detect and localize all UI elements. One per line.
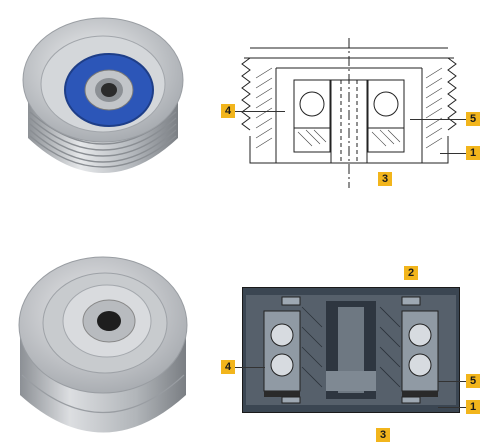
callout-4-bottom: 4 xyxy=(221,360,235,374)
callout-5-top: 5 xyxy=(466,112,480,126)
smooth-pulley-section-drawing xyxy=(242,287,460,413)
callout-4-top: 4 xyxy=(221,104,235,118)
callout-3-top: 3 xyxy=(378,172,392,186)
callout-3-bottom: 3 xyxy=(376,428,390,442)
callout-5-bottom: 5 xyxy=(466,374,480,388)
grooved-pulley-section-drawing xyxy=(241,38,457,188)
leader-line xyxy=(235,111,285,112)
grooved-pulley-photo xyxy=(22,17,184,173)
leader-line xyxy=(438,407,466,408)
leader-line xyxy=(438,381,466,382)
leader-line xyxy=(235,367,265,368)
callout-2-bottom: 2 xyxy=(404,266,418,280)
leader-line xyxy=(410,119,466,120)
callout-1-bottom: 1 xyxy=(466,400,480,414)
leader-line xyxy=(440,153,466,154)
top-section-diagram xyxy=(212,38,487,188)
callout-1-top: 1 xyxy=(466,146,480,160)
smooth-pulley-photo xyxy=(18,256,188,433)
